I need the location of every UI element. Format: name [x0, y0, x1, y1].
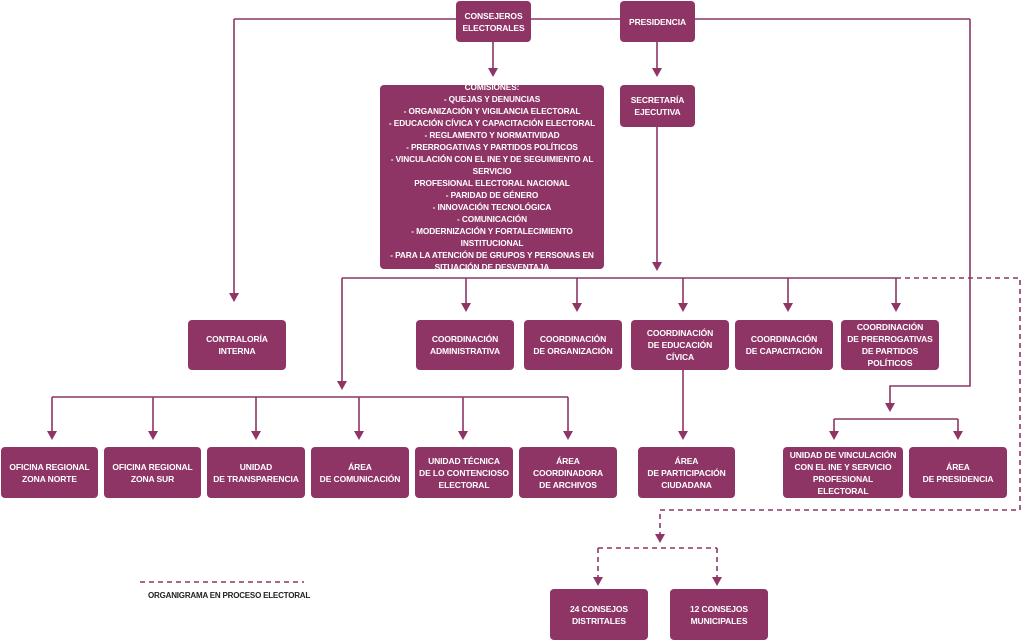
node-label: OFICINA REGIONAL ZONA SUR [112, 461, 193, 484]
consejos-distritales-box: 24 CONSEJOS DISTRITALES [550, 589, 648, 640]
node-label: ÁREA COORDINADORA DE ARCHIVOS [532, 455, 604, 490]
secretaria-ejecutiva-box: SECRETARÍA EJECUTIVA [620, 85, 695, 127]
node-label: OFICINA REGIONAL ZONA NORTE [9, 461, 90, 484]
coordinacion-administrativa-box: COORDINACIÓN ADMINISTRATIVA [416, 320, 514, 370]
node-label: CONTRALORÍA INTERNA [206, 334, 268, 356]
coordinacion-prerrogativas-box: COORDINACIÓN DE PRERROGATIVAS DE PARTIDO… [841, 320, 939, 370]
node-label: COORDINACIÓN DE CAPACITACIÓN [745, 334, 823, 356]
node-label: SECRETARÍA EJECUTIVA [630, 95, 685, 117]
node-label: ÁREA DE PRESIDENCIA [922, 461, 994, 484]
node-label: COORDINACIÓN ADMINISTRATIVA [429, 334, 501, 356]
node-label: UNIDAD DE TRANSPARENCIA [213, 461, 299, 484]
node-label: ÁREA DE COMUNICACIÓN [319, 461, 401, 484]
consejeros-electorales-box: CONSEJEROS ELECTORALES [456, 1, 531, 42]
node-label: PRESIDENCIA [629, 16, 686, 27]
node-label: COORDINACIÓN DE EDUCACIÓN CÍVICA [646, 328, 714, 362]
right-connector [889, 19, 971, 405]
area-presidencia-box: ÁREA DE PRESIDENCIA [909, 447, 1007, 498]
coordinacion-educacion-civica-box: COORDINACIÓN DE EDUCACIÓN CÍVICA [631, 320, 729, 370]
node-label: CONSEJEROS ELECTORALES [462, 10, 525, 33]
comisiones-box: COMISIONES: - QUEJAS Y DENUNCIAS - ORGAN… [380, 82, 604, 272]
unidad-transparencia-box: UNIDAD DE TRANSPARENCIA [207, 447, 305, 498]
node-label: ÁREA DE PARTICIPACIÓN CIUDADANA [647, 455, 726, 490]
node-label: COORDINACIÓN DE PRERROGATIVAS DE PARTIDO… [847, 322, 933, 368]
area-comunicacion-box: ÁREA DE COMUNICACIÓN [311, 447, 409, 498]
unidad-contencioso-box: UNIDAD TÉCNICA DE LO CONTENCIOSO ELECTOR… [415, 447, 513, 498]
coordinacion-capacitacion-box: COORDINACIÓN DE CAPACITACIÓN [735, 320, 833, 370]
node-label: 24 CONSEJOS DISTRITALES [570, 603, 628, 626]
comisiones-list: COMISIONES: - QUEJAS Y DENUNCIAS - ORGAN… [388, 82, 596, 272]
electoral-process-connector [659, 277, 1021, 536]
oficina-regional-norte-box: OFICINA REGIONAL ZONA NORTE [1, 447, 98, 498]
presidencia-box: PRESIDENCIA [620, 1, 695, 42]
unidad-vinculacion-box: UNIDAD DE VINCULACIÓN CON EL INE Y SERVI… [783, 447, 903, 498]
area-participacion-box: ÁREA DE PARTICIPACIÓN CIUDADANA [638, 447, 735, 498]
coordinacion-organizacion-box: COORDINACIÓN DE ORGANIZACIÓN [524, 320, 622, 370]
node-label: UNIDAD DE VINCULACIÓN CON EL INE Y SERVI… [789, 449, 897, 496]
area-archivos-box: ÁREA COORDINADORA DE ARCHIVOS [519, 447, 617, 498]
contraloria-interna-box: CONTRALORÍA INTERNA [188, 320, 286, 370]
node-label: 12 CONSEJOS MUNICIPALES [690, 603, 748, 626]
oficina-regional-sur-box: OFICINA REGIONAL ZONA SUR [104, 447, 201, 498]
node-label: COORDINACIÓN DE ORGANIZACIÓN [533, 334, 613, 356]
legend-label: ORGANIGRAMA EN PROCESO ELECTORAL [148, 591, 311, 600]
node-label: UNIDAD TÉCNICA DE LO CONTENCIOSO ELECTOR… [419, 455, 509, 490]
consejos-municipales-box: 12 CONSEJOS MUNICIPALES [670, 589, 768, 640]
